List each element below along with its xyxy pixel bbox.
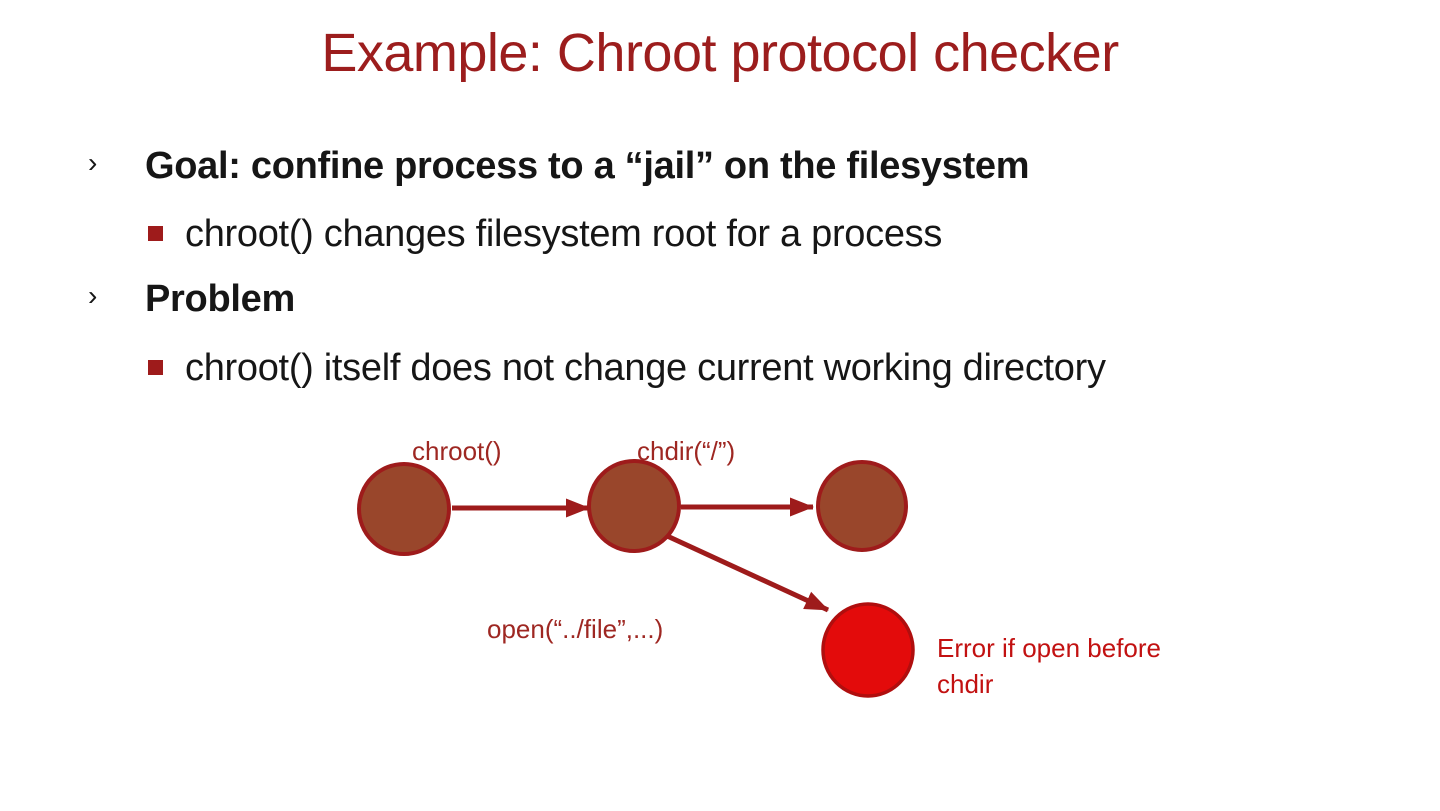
square-bullet-icon bbox=[148, 360, 163, 375]
bullet-goal: › Goal: confine process to a “jail” on t… bbox=[88, 144, 1030, 190]
subbullet-no-cwd-change: chroot() itself does not change current … bbox=[148, 346, 1106, 392]
edge-open-error-arrow bbox=[663, 532, 830, 613]
bullet-problem: › Problem bbox=[88, 277, 295, 323]
state-error-node bbox=[821, 602, 915, 698]
edge-label-open: open(“../file”,...) bbox=[487, 614, 664, 644]
error-annotation: Error if open before chdir bbox=[937, 633, 1162, 699]
state-after-chroot-node bbox=[587, 459, 681, 553]
square-bullet-icon bbox=[148, 226, 163, 241]
bullet-problem-text: Problem bbox=[145, 278, 295, 320]
subbullet-chroot-changes-root-text: chroot() changes filesystem root for a p… bbox=[185, 213, 943, 255]
subbullet-chroot-changes-root: chroot() changes filesystem root for a p… bbox=[148, 212, 943, 258]
state-initial-node bbox=[357, 462, 451, 556]
bullet-goal-text: Goal: confine process to a “jail” on the… bbox=[145, 145, 1030, 187]
angle-bullet-icon: › bbox=[88, 147, 98, 178]
subbullet-no-cwd-change-text: chroot() itself does not change current … bbox=[185, 347, 1106, 389]
state-after-chdir-node bbox=[816, 460, 908, 552]
angle-bullet-icon: › bbox=[88, 280, 98, 311]
edge-label-chdir: chdir(“/”) bbox=[637, 436, 736, 466]
edge-label-chroot: chroot() bbox=[412, 436, 502, 466]
slide-title: Example: Chroot protocol checker bbox=[321, 23, 1119, 83]
